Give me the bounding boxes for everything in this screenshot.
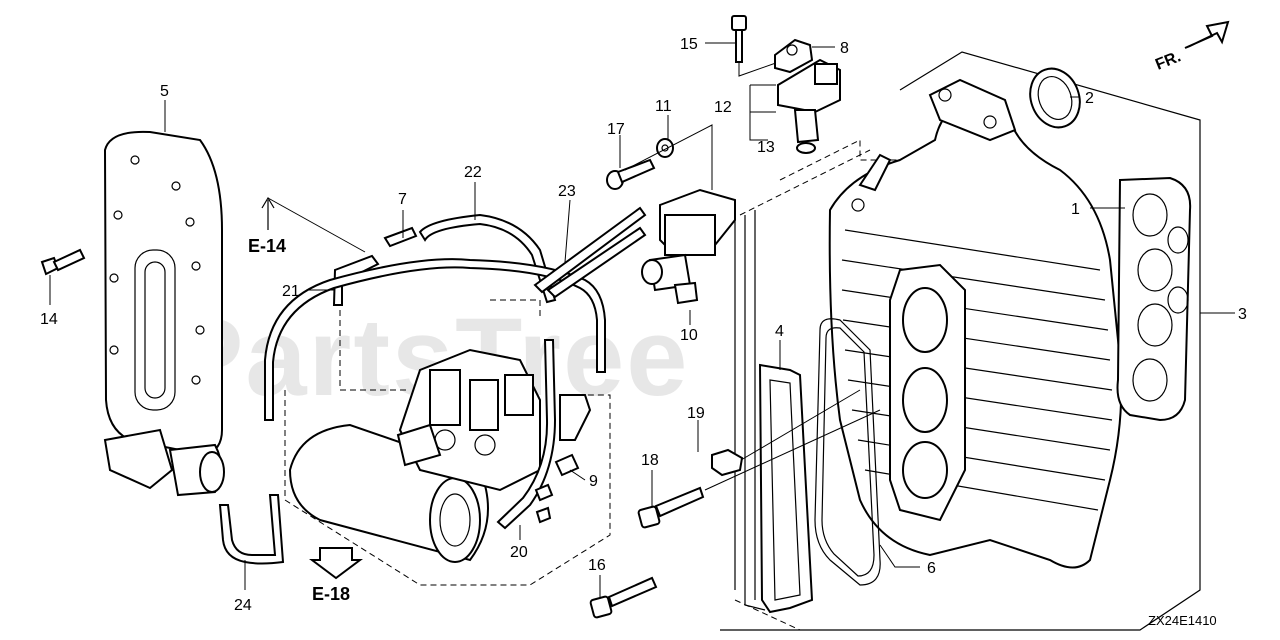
- sensor-cap-8[interactable]: [774, 38, 814, 74]
- callout-22: 22: [464, 164, 482, 181]
- callout-3: 3: [1238, 306, 1247, 323]
- vapor-separator-assembly[interactable]: [288, 348, 592, 563]
- ref-arrow-lower-icon: [309, 547, 363, 580]
- callout-21: 21: [282, 283, 300, 300]
- callout-20: 20: [510, 544, 528, 561]
- reference-link-lower[interactable]: E-18: [312, 584, 350, 604]
- hose-24[interactable]: [218, 494, 285, 565]
- nut-19[interactable]: [711, 448, 744, 477]
- bolt-17[interactable]: [606, 158, 656, 190]
- callout-4: 4: [775, 323, 784, 340]
- ref-arrow-upper-icon: [261, 196, 366, 253]
- bolt-16[interactable]: [589, 576, 658, 619]
- front-direction-arrow-icon: [1184, 20, 1230, 49]
- callout-2: 2: [1085, 90, 1094, 107]
- callout-10: 10: [680, 327, 698, 344]
- diagram-code: ZX24E1410: [1148, 613, 1217, 628]
- callout-5: 5: [160, 83, 169, 100]
- o-ring-13[interactable]: [796, 142, 816, 154]
- hose-20[interactable]: [496, 339, 557, 530]
- reference-link-upper[interactable]: E-14: [248, 236, 286, 256]
- callout-7: 7: [398, 191, 407, 208]
- front-direction-label: FR.: [1153, 48, 1183, 73]
- callout-8: 8: [840, 40, 849, 57]
- bolt-15[interactable]: [731, 15, 747, 63]
- callout-18: 18: [641, 452, 659, 469]
- solenoid-valve-10[interactable]: [641, 188, 736, 305]
- callout-9: 9: [589, 473, 598, 490]
- callout-24: 24: [234, 597, 252, 614]
- fitting-9[interactable]: [554, 453, 580, 477]
- ring-2[interactable]: [1022, 62, 1088, 135]
- callout-14: 14: [40, 311, 58, 328]
- callout-23: 23: [558, 183, 576, 200]
- callout-6: 6: [927, 560, 936, 577]
- gasket-6[interactable]: [814, 318, 881, 586]
- hose-23[interactable]: [533, 206, 647, 299]
- callout-1: 1: [1071, 201, 1080, 218]
- side-cover-plate[interactable]: [103, 130, 225, 497]
- nut-11[interactable]: [656, 138, 674, 158]
- callout-15: 15: [680, 36, 698, 53]
- callout-13: 13: [757, 139, 775, 156]
- callout-11: 11: [655, 98, 672, 115]
- callout-16: 16: [588, 557, 606, 574]
- callout-17: 17: [607, 121, 625, 138]
- gasket-1[interactable]: [1116, 176, 1192, 422]
- intake-manifold-3[interactable]: [828, 78, 1123, 569]
- hose-7[interactable]: [383, 226, 418, 248]
- bolt-14[interactable]: [40, 248, 86, 276]
- map-sensor-12[interactable]: [777, 58, 841, 144]
- gasket-4[interactable]: [758, 363, 814, 614]
- bolt-18[interactable]: [637, 486, 705, 529]
- callout-19: 19: [687, 405, 705, 422]
- callout-12: 12: [714, 99, 732, 116]
